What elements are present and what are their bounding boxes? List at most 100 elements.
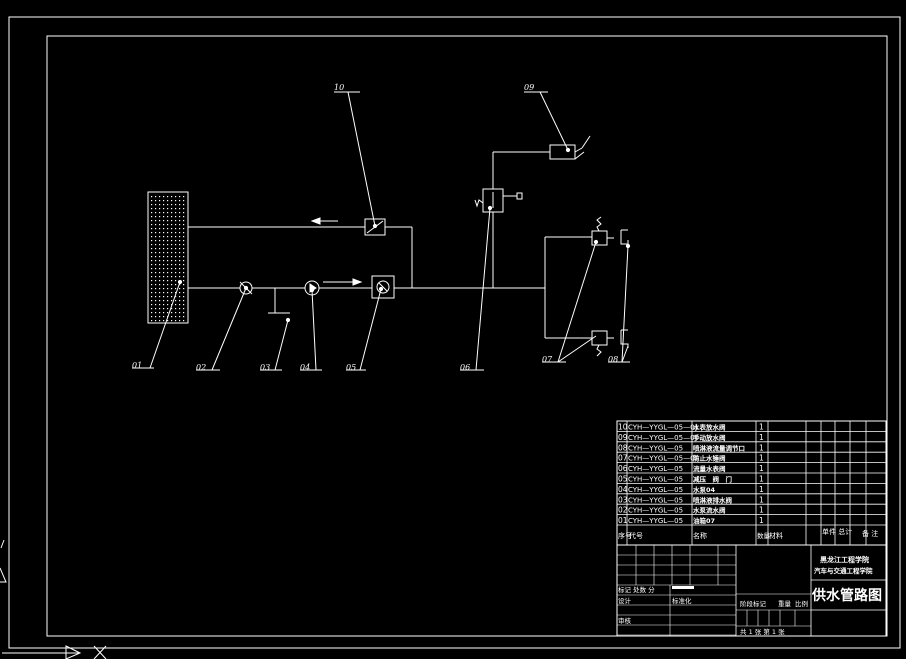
inner-frame xyxy=(46,35,888,637)
leader-line xyxy=(621,245,629,363)
leader-dot xyxy=(285,317,291,323)
part-qty: 1 xyxy=(759,454,764,463)
school-department: 汽车与交通工程学院 xyxy=(814,566,873,575)
leader-line xyxy=(621,345,629,363)
part-qty: 1 xyxy=(759,475,764,484)
part-name: 喷淋液排水阀 xyxy=(693,495,733,504)
leader-line xyxy=(557,241,597,363)
header-weight: 单件 总计 xyxy=(822,527,852,536)
part-code: CYH—YYGL—05 xyxy=(628,486,683,494)
weight-label: 重量 xyxy=(778,600,792,608)
leader-dot xyxy=(625,243,631,249)
part-no: 10 xyxy=(618,423,628,432)
leader-line xyxy=(347,91,376,227)
leader-label: 08 xyxy=(608,355,618,364)
part-qty: 1 xyxy=(759,464,764,473)
standardized-label: 标准化 xyxy=(672,596,692,605)
drawing-title: 供水管路图 xyxy=(811,587,882,604)
part-code: CYH—YYGL—05 xyxy=(628,507,683,515)
leader-line xyxy=(311,289,317,371)
part-no: 06 xyxy=(618,464,628,473)
part-name: 喷淋液流量调节口 xyxy=(693,443,745,452)
leader-label: 03 xyxy=(260,363,270,372)
part-code: CYH—YYGL—05 xyxy=(628,444,683,452)
leader-line xyxy=(149,281,181,369)
part-name: 防止水锤阀 xyxy=(693,454,726,463)
ucs-axis-icon xyxy=(0,539,107,659)
part-code: CYH—YYGL—05—00 xyxy=(628,434,699,442)
part-name: 流量水表阀 xyxy=(693,464,726,473)
tank-hatch xyxy=(151,196,185,322)
part-no: 05 xyxy=(618,475,628,484)
stage-mark-label: 阶段标记 xyxy=(740,599,767,608)
reviewer-label: 审核 xyxy=(618,616,632,625)
scale-label: 比例 xyxy=(795,599,808,608)
pipe-lines xyxy=(188,151,592,339)
part-no: 07 xyxy=(618,454,628,463)
part-code: CYH—YYGL—05 xyxy=(628,476,683,484)
part-qty: 1 xyxy=(759,443,764,452)
leader-dot xyxy=(593,239,599,245)
part-name: 油箱07 xyxy=(693,516,715,525)
designer-label: 设计 xyxy=(618,596,632,605)
leader-label: 05 xyxy=(346,363,356,372)
leader-dot xyxy=(309,287,315,293)
part-qty: 1 xyxy=(759,495,764,504)
flow-valve-06 xyxy=(474,188,523,213)
leader-dot xyxy=(372,223,378,229)
flow-arrows xyxy=(310,217,363,286)
leader-line xyxy=(475,207,491,371)
leader-label: 07 xyxy=(542,355,553,364)
part-qty: 1 xyxy=(759,506,764,515)
part-no: 03 xyxy=(618,495,628,504)
title-block: 黑龙江工程学院汽车与交通工程学院供水管路图标记 处数 分设计标准化审核阶段标记重… xyxy=(616,544,887,637)
part-no: 09 xyxy=(618,433,628,442)
revision-mark: 标记 处数 分 xyxy=(618,585,655,594)
part-name: 减压 阀 门 xyxy=(693,475,733,484)
leader-dot xyxy=(378,286,384,292)
leader-line xyxy=(539,91,569,151)
leader-dot xyxy=(243,285,249,291)
leader-label: 09 xyxy=(524,83,534,92)
safety-valve-07-bottom xyxy=(591,329,629,357)
leader-dot xyxy=(177,279,183,285)
leader-dot xyxy=(487,205,493,211)
water-tank xyxy=(147,191,189,324)
part-no: 02 xyxy=(618,506,628,515)
header-remark: 备 注 xyxy=(862,529,878,538)
mark-bar xyxy=(672,586,694,589)
leader-line xyxy=(274,319,289,371)
header-name: 名称 xyxy=(693,531,707,540)
part-no: 08 xyxy=(618,443,628,452)
leader-label: 06 xyxy=(460,363,470,372)
part-name: 手动放水阀 xyxy=(693,433,726,442)
outer-frame xyxy=(8,16,901,649)
header-material: 材料 xyxy=(769,531,783,540)
header-code: 代号 xyxy=(629,531,643,540)
part-code: CYH—YYGL—05 xyxy=(628,465,683,473)
part-qty: 1 xyxy=(759,433,764,442)
part-no: 04 xyxy=(618,485,628,494)
part-name: 水表放水阀 xyxy=(693,423,726,432)
part-code: CYH—YYGL—05 xyxy=(628,496,683,504)
leader-label: 01 xyxy=(132,361,142,370)
sheet-count: 共 1 张 第 1 张 xyxy=(740,627,785,636)
part-code: CYH—YYGL—05 xyxy=(628,517,683,525)
manual-valve-09 xyxy=(549,135,591,160)
leader-dot xyxy=(565,147,571,153)
leader-line xyxy=(557,335,597,363)
part-qty: 1 xyxy=(759,423,764,432)
pressure-valve-05 xyxy=(371,275,395,299)
leader-line xyxy=(211,287,247,371)
